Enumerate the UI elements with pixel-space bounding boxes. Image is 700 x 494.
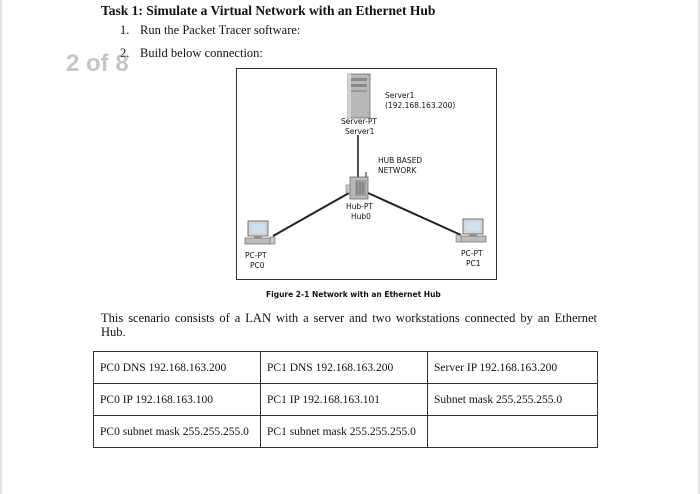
table-cell: Server IP 192.168.163.200 [427,351,598,384]
table-cell: PC0 subnet mask 255.255.255.0 [93,415,261,448]
page-indicator: 2 of 8 [66,50,129,77]
step-text: Run the Packet Tracer software: [140,23,301,37]
cable-hub-pc1 [367,192,462,236]
pc1-type-label: PC-PT [461,249,483,258]
table-row: PC0 IP 192.168.163.100 PC1 IP 192.168.16… [93,383,598,416]
server-ip-label: (192.168.163.200) [385,101,456,110]
server-device-label: Server1 [345,127,375,136]
network-diagram: Server1 (192.168.163.200) Server-PT Serv… [236,68,497,280]
step-number: 1. [120,23,130,37]
step-item-1: 1. Run the Packet Tracer software: [120,23,300,38]
table-row: PC0 subnet mask 255.255.255.0 PC1 subnet… [93,415,598,448]
ip-config-table: PC0 DNS 192.168.163.200 PC1 DNS 192.168.… [93,351,598,448]
hub-icon [345,176,369,200]
server-name-label: Server1 [385,91,415,100]
network-diagram-graphics [244,73,487,245]
table-cell: Subnet mask 255.255.255.0 [427,383,598,416]
pc1-icon [455,218,487,243]
pc0-icon [244,220,276,245]
table-cell: PC1 IP 192.168.163.101 [260,383,428,416]
server-icon [347,73,371,119]
server-type-label: Server-PT [341,117,377,126]
table-cell: PC0 DNS 192.168.163.200 [93,351,261,384]
cable-hub-pc0 [272,192,350,237]
pc0-device-label: PC0 [250,261,265,270]
hub-device-label: Hub0 [351,212,371,221]
hub-note-line-1: HUB BASED [378,156,423,165]
step-item-2: 2. Build below connection: [120,46,263,61]
step-number: 2. [120,46,130,60]
scenario-paragraph: This scenario consists of a LAN with a s… [101,311,597,339]
step-text: Build below connection: [140,46,263,60]
hub-note-line-2: NETWORK [378,166,417,175]
hub-type-label: Hub-PT [346,202,373,211]
table-cell: PC1 subnet mask 255.255.255.0 [260,415,428,448]
table-row: PC0 DNS 192.168.163.200 PC1 DNS 192.168.… [93,351,598,384]
pc1-device-label: PC1 [466,259,481,268]
pc0-type-label: PC-PT [245,251,267,260]
task-title: Task 1: Simulate a Virtual Network with … [101,3,436,18]
table-cell [427,415,598,448]
table-cell: PC1 DNS 192.168.163.200 [260,351,428,384]
figure-caption: Figure 2-1 Network with an Ethernet Hub [266,290,441,299]
table-cell: PC0 IP 192.168.163.100 [93,383,261,416]
